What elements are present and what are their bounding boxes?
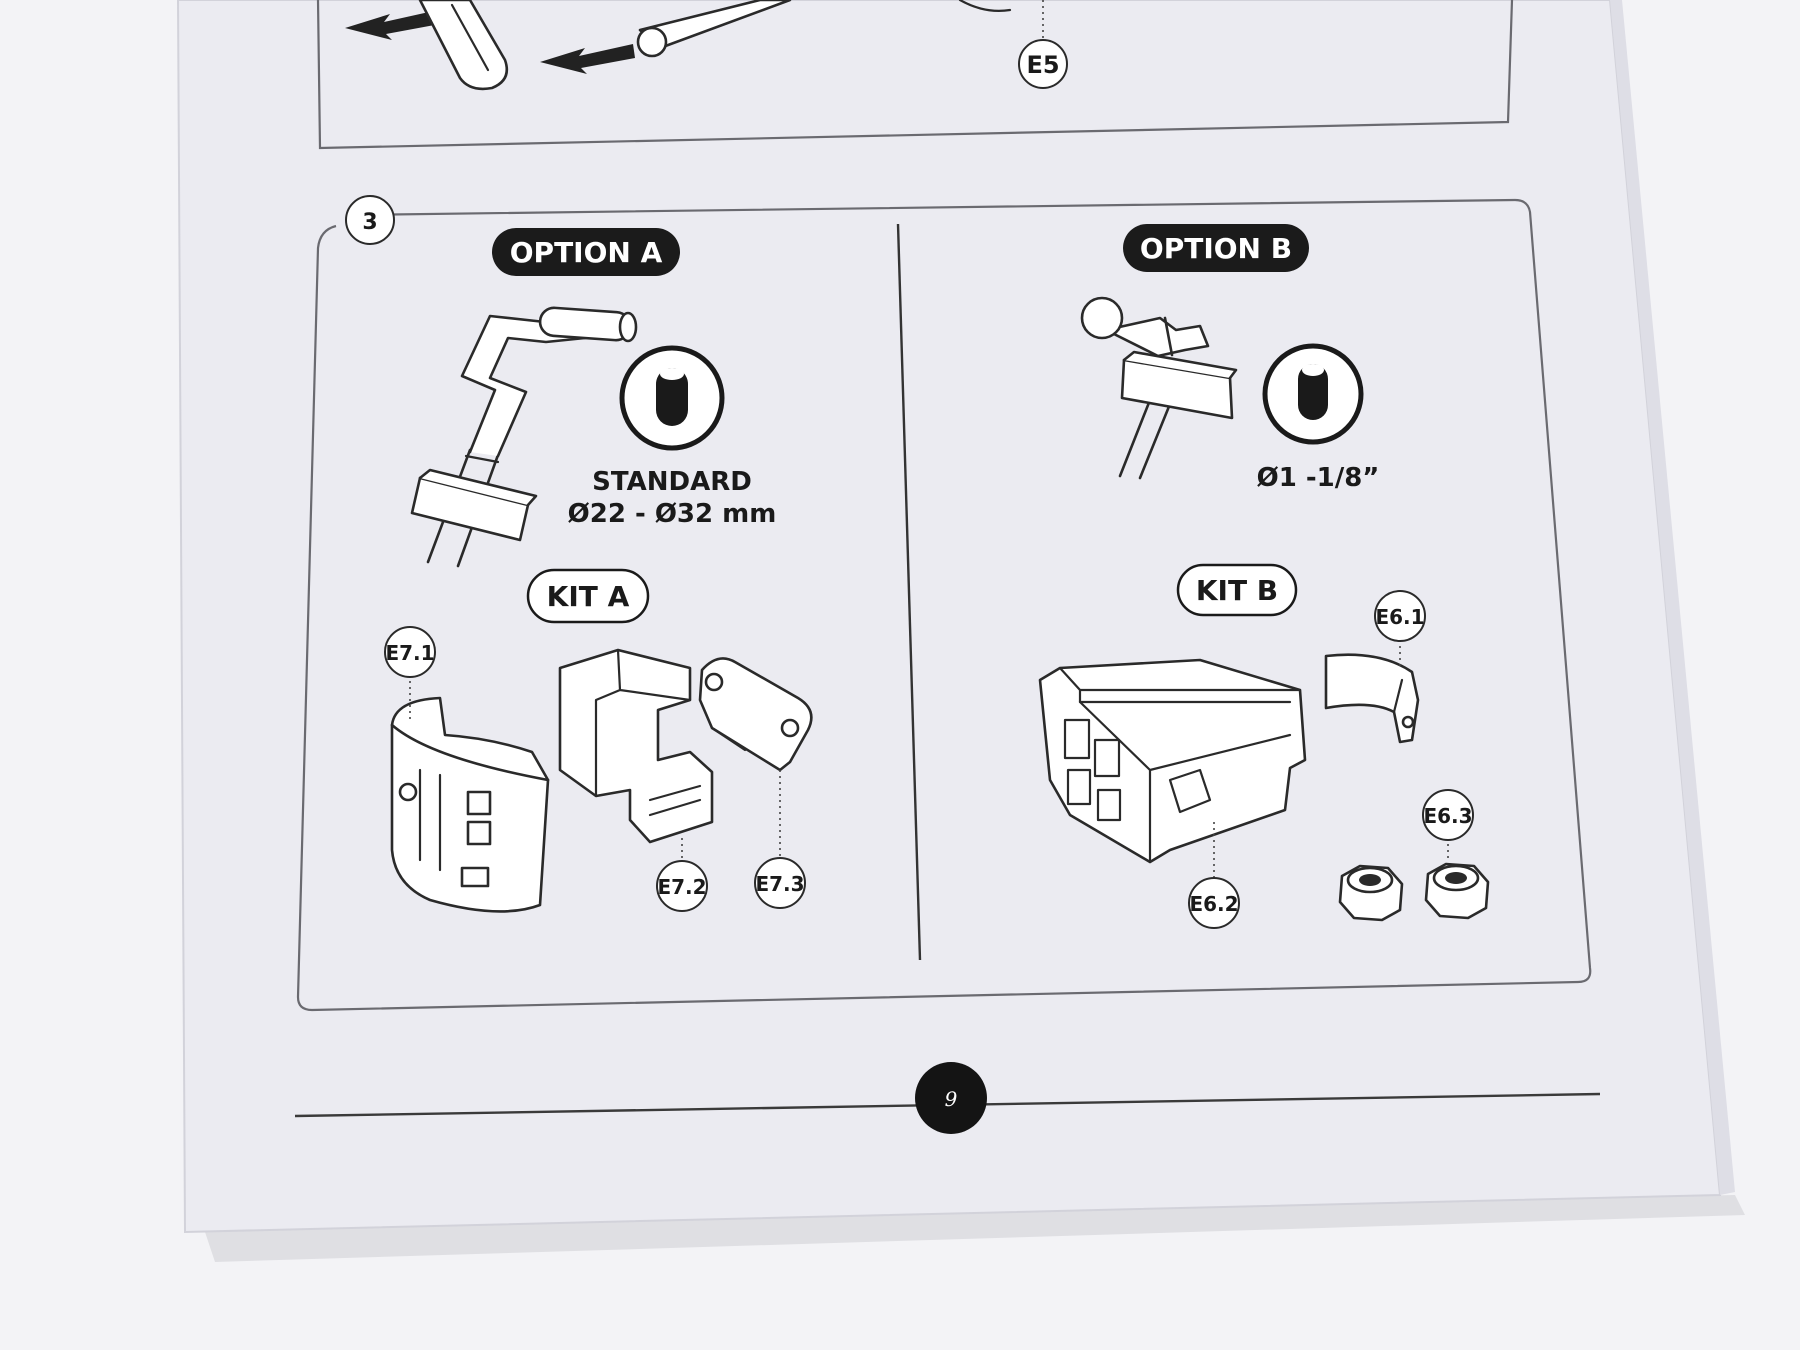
step-number: 3	[362, 210, 377, 235]
page-number-badge	[915, 1062, 987, 1134]
handlebar-drawing	[410, 306, 638, 568]
kit-a-label: KIT A	[547, 580, 630, 613]
step-number-badge	[345, 195, 395, 245]
arrow-left-icon	[345, 10, 440, 40]
part-label-e6-2: E6.2	[1189, 892, 1238, 916]
part-label-e6-1: E6.1	[1375, 605, 1424, 629]
option-a: OPTION A STANDARD Ø22 - Ø32 mm KIT A	[384, 228, 813, 913]
option-b-title: OPTION B	[1140, 232, 1292, 265]
page-number: 9	[945, 1087, 958, 1111]
tube-icon	[619, 345, 725, 451]
option-b-pill	[1123, 224, 1309, 272]
page-footer: 9	[294, 1062, 1601, 1134]
top-panel: E5	[316, 0, 1514, 150]
part-label-e7-3: E7.3	[755, 872, 804, 896]
part-e6-2-drawing	[1038, 658, 1307, 864]
option-a-spec-line2: Ø22 - Ø32 mm	[568, 499, 777, 529]
kit-b-badge	[1176, 563, 1298, 617]
kit-a-badge	[526, 568, 650, 624]
option-a-pill	[492, 228, 680, 276]
part-e6-1-drawing	[1324, 653, 1420, 744]
arrow-left-icon	[540, 44, 635, 74]
part-label-e7-2: E7.2	[657, 875, 706, 899]
part-e7-3-drawing	[698, 657, 813, 772]
step-panel: 3	[296, 195, 1592, 1012]
option-divider	[896, 223, 922, 961]
part-label-e7-1: E7.1	[385, 641, 434, 665]
option-a-title: OPTION A	[510, 236, 663, 269]
part-label-e6-3: E6.3	[1423, 804, 1472, 828]
part-e7-2-drawing	[558, 648, 714, 844]
kit-b-label: KIT B	[1196, 574, 1278, 607]
option-b: OPTION B Ø1 -1/8” KIT B	[1038, 224, 1490, 929]
option-a-spec-line1: STANDARD	[592, 467, 752, 497]
option-b-spec-line1: Ø1 -1/8”	[1257, 463, 1380, 493]
part-e6-3-drawing	[1338, 862, 1490, 922]
tube-icon	[1262, 343, 1364, 445]
manual-page	[176, 0, 1722, 1234]
callout-e5	[1018, 39, 1068, 89]
steerer-drawing	[1080, 296, 1238, 480]
callout-e5-label: E5	[1026, 51, 1059, 79]
part-e7-1-drawing	[390, 696, 550, 913]
